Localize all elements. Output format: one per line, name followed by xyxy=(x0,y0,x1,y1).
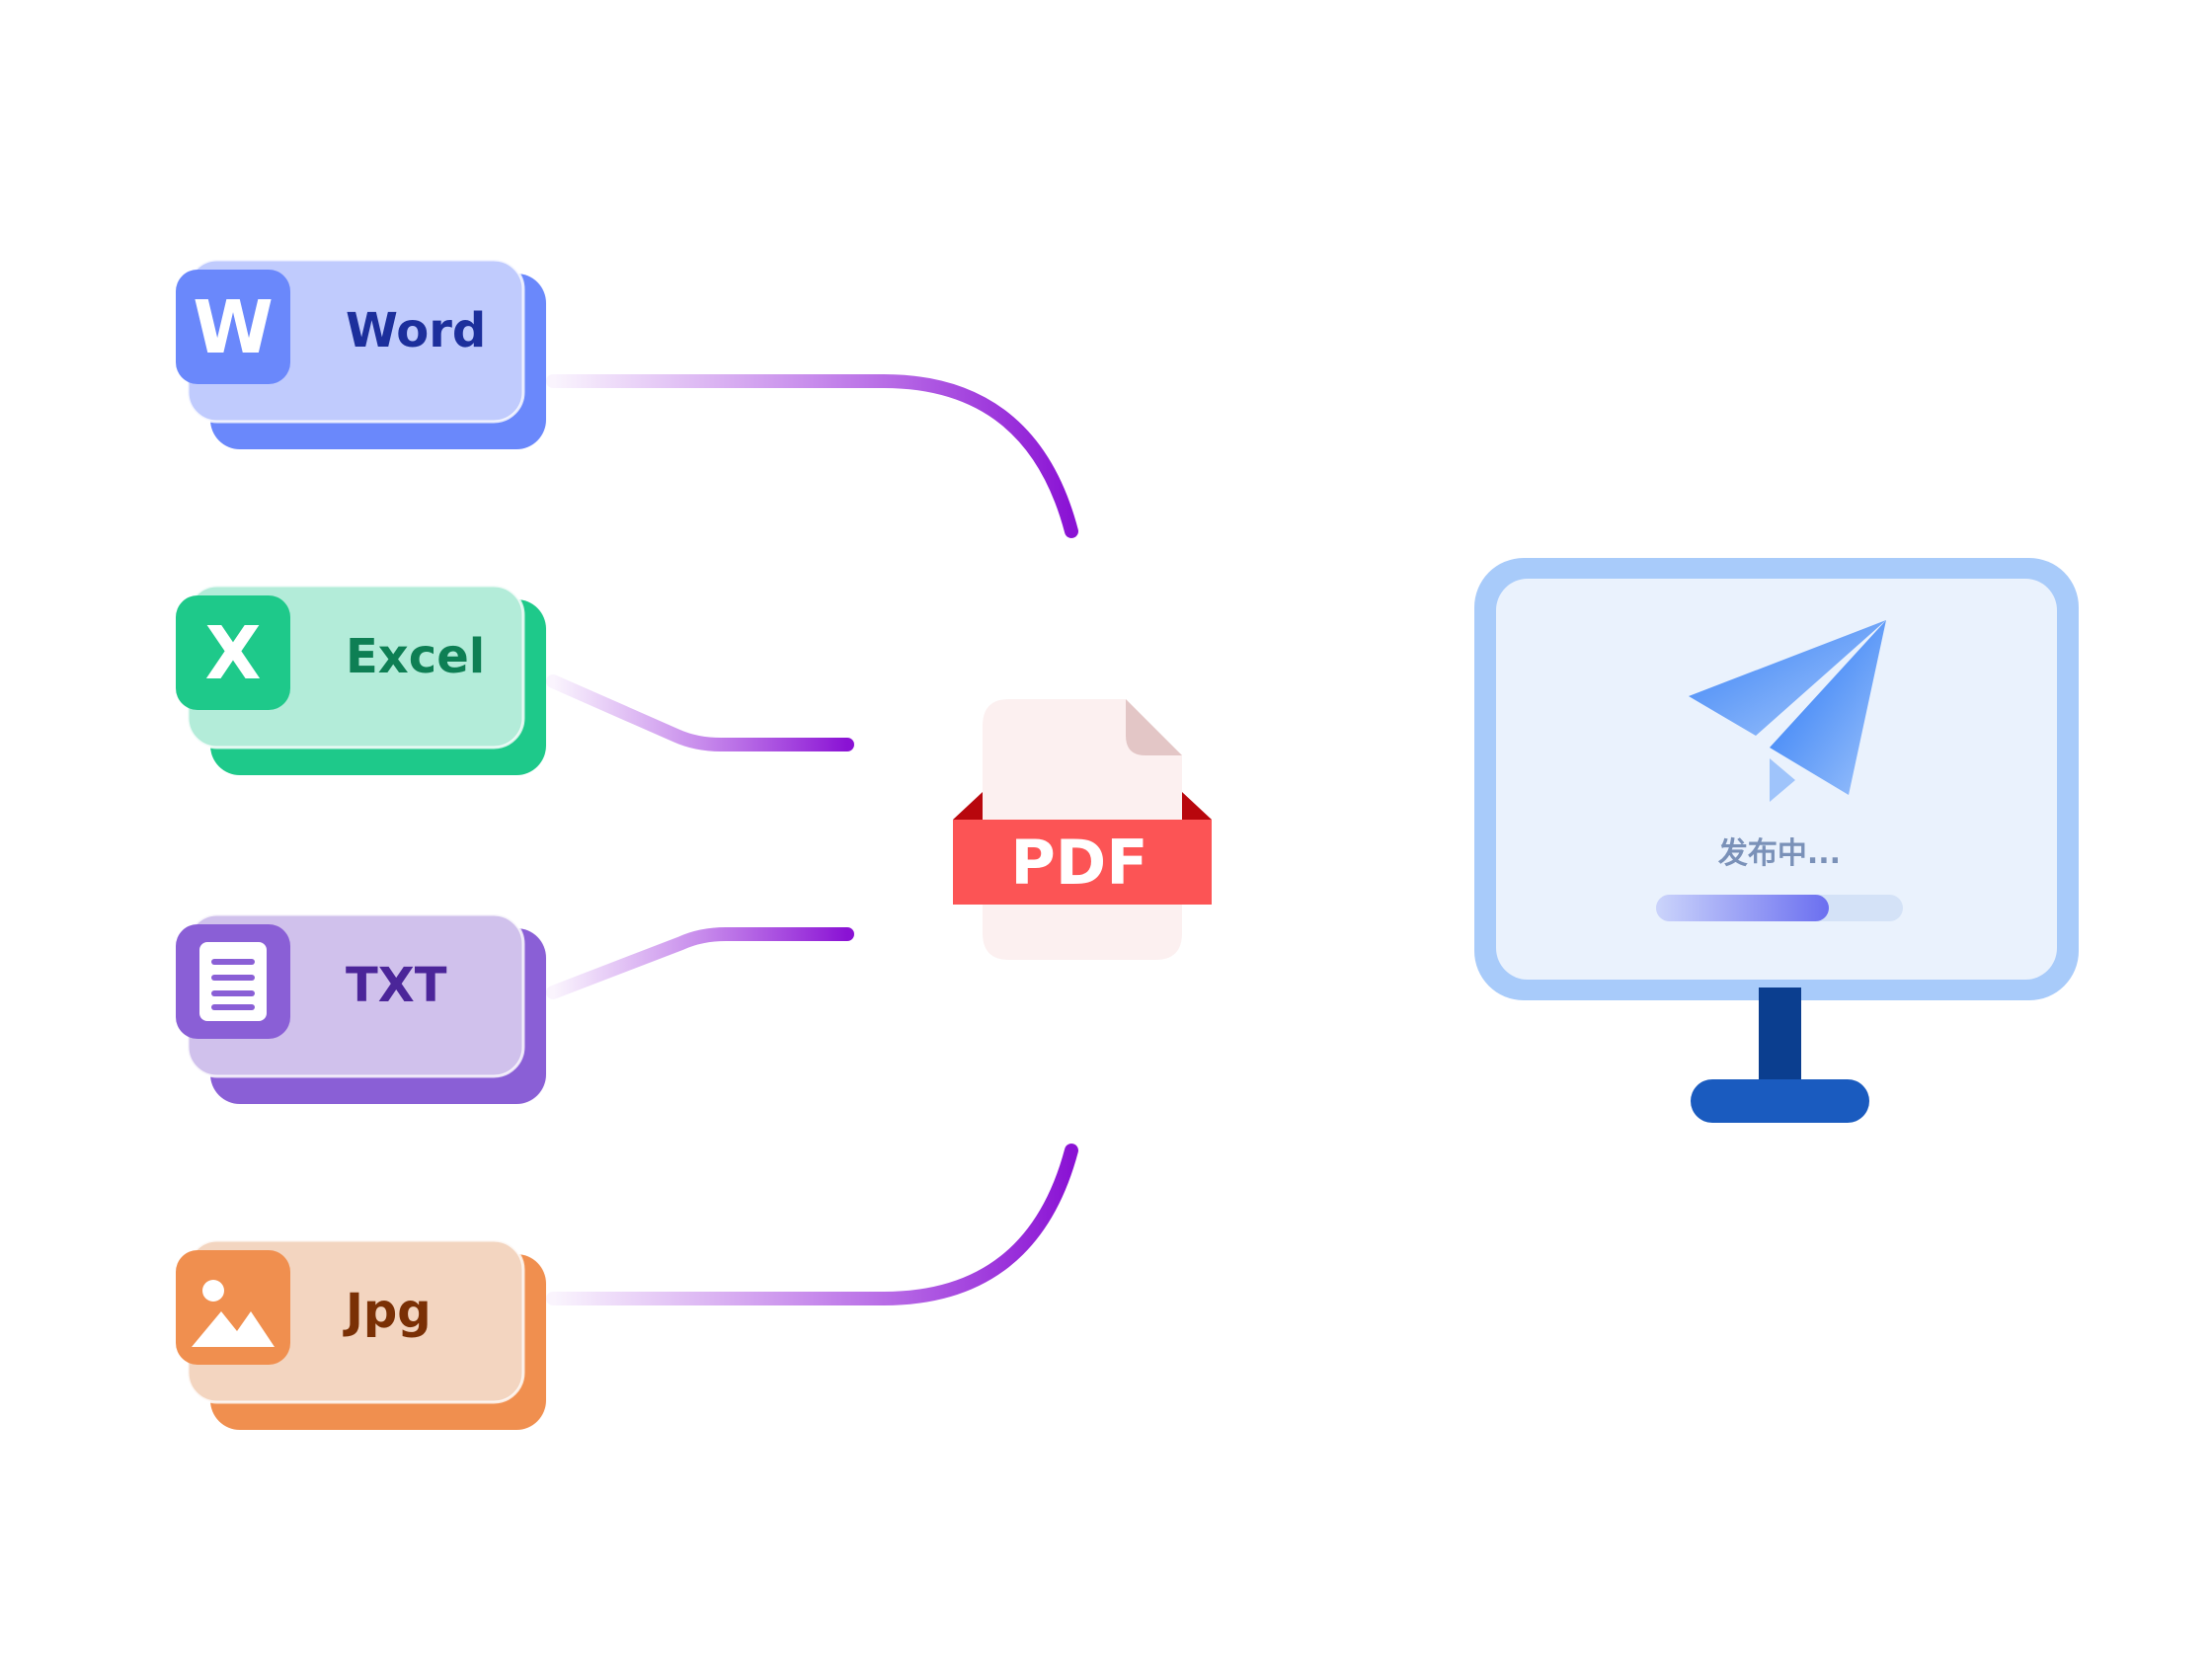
svg-text:X: X xyxy=(204,611,261,696)
source-card-label: Jpg xyxy=(343,1284,432,1339)
pdf-ribbon-right-fold xyxy=(1182,792,1212,820)
connector-jpg xyxy=(546,1144,1078,1305)
pdf-page-fold xyxy=(1126,699,1182,755)
connector-excel xyxy=(546,674,854,751)
monitor-base xyxy=(1691,1079,1869,1123)
source-card-word[interactable]: W Word xyxy=(176,258,546,449)
source-connectors xyxy=(546,374,1078,1305)
progress-fill xyxy=(1656,895,1829,921)
pdf-document: PDF xyxy=(953,699,1212,960)
source-card-label: Word xyxy=(346,303,486,358)
monitor-neck xyxy=(1759,988,1801,1082)
pdf-label: PDF xyxy=(1010,827,1147,899)
output-connectors xyxy=(1173,764,1463,894)
source-card-jpg[interactable]: Jpg xyxy=(176,1238,546,1430)
svg-text:W: W xyxy=(193,285,274,370)
word-icon: W xyxy=(176,270,290,384)
pdf-ribbon xyxy=(953,820,1212,905)
monitor: 发布中... xyxy=(1474,558,2079,1123)
source-card-txt[interactable]: TXT xyxy=(176,912,546,1104)
source-card-label: TXT xyxy=(346,958,447,1013)
connector-word xyxy=(546,374,1078,538)
pdf-ribbon-left-fold xyxy=(953,792,983,820)
txt-icon xyxy=(176,924,290,1039)
excel-icon: X xyxy=(176,595,290,710)
source-card-excel[interactable]: X Excel xyxy=(176,584,546,775)
source-card-label: Excel xyxy=(346,629,485,684)
connector-txt xyxy=(546,927,854,999)
image-icon xyxy=(176,1250,290,1365)
paper-plane-icon xyxy=(1689,620,1886,802)
status-text: 发布中... xyxy=(1717,836,1841,871)
